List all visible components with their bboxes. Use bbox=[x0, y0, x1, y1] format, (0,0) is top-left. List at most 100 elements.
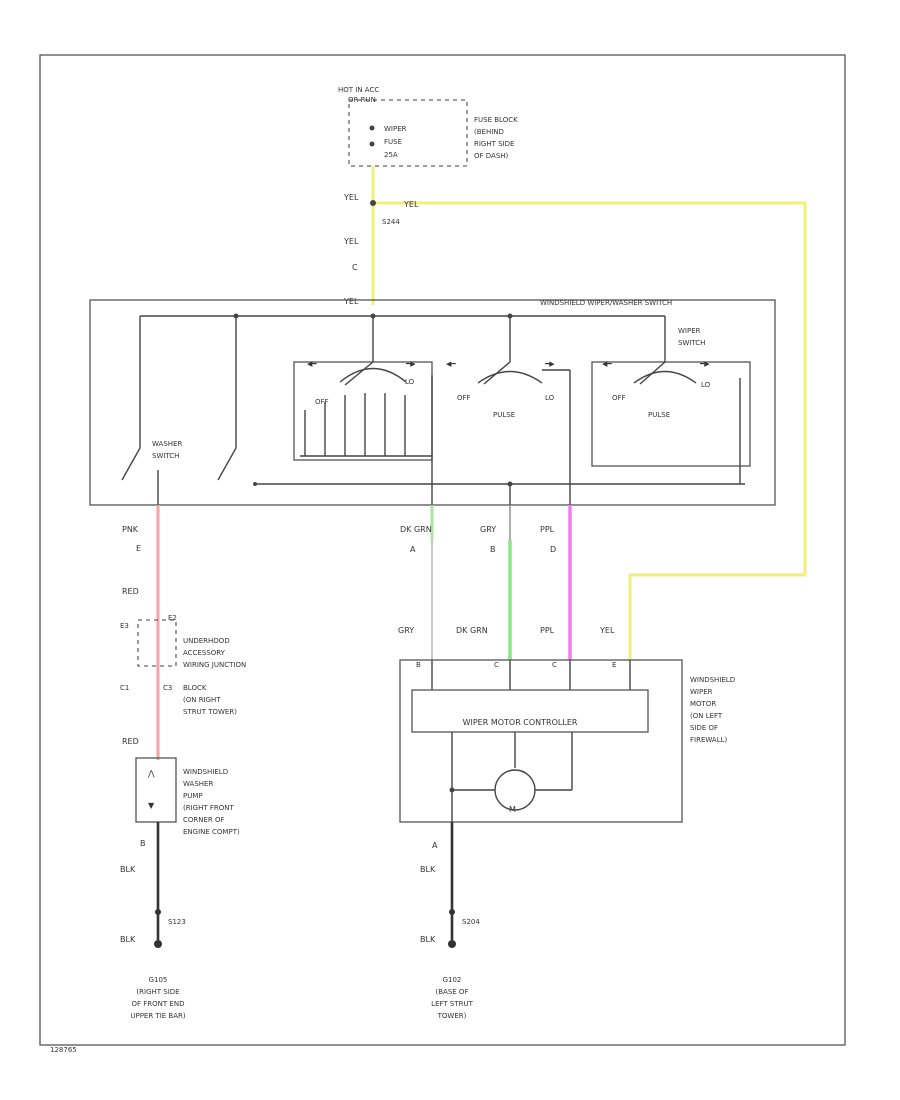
washer-circuit: PNK E RED E3 E2 UNDERHOOD ACCESSORY WIRI… bbox=[120, 505, 246, 1020]
wiper-motor: B C C E WIPER MOTOR CONTROLLER M WINDSHI… bbox=[399, 659, 735, 1020]
washer-pump-box bbox=[135, 757, 177, 823]
arrow-left-2: ◀━ bbox=[446, 360, 456, 368]
lo-label-2: LO bbox=[545, 394, 555, 402]
wiper-switch-label-2: SWITCH bbox=[678, 339, 705, 347]
wire-label-ppl-2: PPL bbox=[540, 626, 555, 635]
pin-e-label: E bbox=[136, 544, 141, 553]
ground-label-3: OF FRONT END bbox=[132, 1000, 185, 1008]
arrow-right-3: ━▶ bbox=[699, 360, 710, 368]
pump-label-5: CORNER OF bbox=[183, 816, 225, 824]
lo-label-1: LO bbox=[405, 378, 415, 386]
fuse-block-label-4: OF DASH) bbox=[474, 152, 509, 160]
ground2-label-2: (BASE OF bbox=[436, 988, 469, 996]
wiper-motor-housing bbox=[399, 659, 683, 823]
pulse-label-2: PULSE bbox=[493, 411, 515, 419]
motor-label-4: (ON LEFT bbox=[690, 712, 723, 720]
ground2-label-1: G102 bbox=[443, 976, 462, 984]
diagram-frame bbox=[39, 54, 846, 1046]
wiper-motor-controller bbox=[411, 689, 649, 733]
splice-s123 bbox=[155, 909, 161, 915]
ground-label-4: UPPER TIE BAR) bbox=[130, 1012, 186, 1020]
motor-feed-wires: DK GRN A GRY B PPL D GRY DK GRN PPL YEL bbox=[398, 505, 615, 660]
wiper-switch-section-1 bbox=[293, 361, 433, 461]
wire-label-blk-2: BLK bbox=[120, 935, 136, 944]
wire-label-gry-2: GRY bbox=[398, 626, 414, 635]
junction-label-4: BLOCK bbox=[183, 684, 207, 692]
motor-label-6: FIREWALL) bbox=[690, 736, 728, 744]
fuse-block-label-1: FUSE BLOCK bbox=[474, 116, 518, 124]
ground2-label-4: TOWER) bbox=[437, 1012, 467, 1020]
fuse-name-2: FUSE bbox=[384, 138, 402, 146]
pump-label-4: (RIGHT FRONT bbox=[183, 804, 234, 812]
splice-s244 bbox=[370, 200, 376, 206]
splice-s204 bbox=[449, 909, 455, 915]
figure-id: 128765 bbox=[50, 1046, 77, 1054]
washer-switch-label-2: SWITCH bbox=[152, 452, 179, 460]
fuse-block-label-3: RIGHT SIDE bbox=[474, 140, 514, 148]
junction-block bbox=[137, 619, 177, 667]
splice-label-s244: S244 bbox=[382, 218, 400, 226]
fuse-name: WIPER bbox=[384, 125, 407, 133]
wire-label-yel-2: YEL bbox=[343, 237, 359, 246]
motor-label-2: WIPER bbox=[690, 688, 713, 696]
fuse-block: HOT IN ACC OR RUN WIPER FUSE 25A FUSE BL… bbox=[338, 86, 518, 167]
wiper-switch-section-3 bbox=[591, 361, 751, 467]
wire-label-yel-1: YEL bbox=[343, 193, 359, 202]
wire-label-gry-1: GRY bbox=[480, 525, 496, 534]
wire-label-blk-1: BLK bbox=[120, 865, 136, 874]
switch-pin-a: A bbox=[410, 545, 416, 554]
junction-label-1: UNDERHOOD bbox=[183, 637, 230, 645]
pump-connector-icon: ⋀ bbox=[147, 769, 155, 778]
pump-label-1: WINDSHIELD bbox=[183, 768, 228, 776]
wire-label-yel-4: YEL bbox=[599, 626, 615, 635]
pin-c-label: C bbox=[352, 263, 358, 272]
wire-label-red-2: RED bbox=[122, 737, 139, 746]
ground-label-1: G105 bbox=[149, 976, 168, 984]
wire-label-ppl-1: PPL bbox=[540, 525, 555, 534]
ground-g102-icon bbox=[448, 940, 456, 948]
motor-pin-2: C bbox=[494, 661, 499, 669]
junction-pin-c3: C3 bbox=[163, 684, 172, 692]
fuse-terminal-top bbox=[369, 125, 375, 131]
motor-pin-a: A bbox=[432, 841, 438, 850]
wire-label-dkgrn-2: DK GRN bbox=[456, 626, 488, 635]
motor-pin-4: E bbox=[612, 661, 616, 669]
wire-label-blk-4: BLK bbox=[420, 935, 436, 944]
motor-label-3: MOTOR bbox=[690, 700, 716, 708]
arrow-right-2: ━▶ bbox=[544, 360, 555, 368]
ground-label-2: (RIGHT SIDE bbox=[136, 988, 179, 996]
lo-label-3: LO bbox=[701, 381, 711, 389]
switch-pin-d: D bbox=[550, 545, 556, 554]
junction-label-6: STRUT TOWER) bbox=[183, 708, 237, 716]
ground-g105-icon bbox=[154, 940, 162, 948]
junction-label-2: ACCESSORY bbox=[183, 649, 226, 657]
junction-label-3: WIRING JUNCTION bbox=[183, 661, 246, 669]
off-label-2: OFF bbox=[457, 394, 471, 402]
wire-label-blk-3: BLK bbox=[420, 865, 436, 874]
junction-pin-e3: E3 bbox=[120, 622, 129, 630]
wire-label-pnk: PNK bbox=[122, 525, 139, 534]
wire-label-yel-right: YEL bbox=[403, 200, 419, 209]
junction-pin-e2: E2 bbox=[168, 614, 177, 622]
fuse-terminal-bottom bbox=[369, 141, 375, 147]
motor-pin-1: B bbox=[416, 661, 421, 669]
wire-label-red-1: RED bbox=[122, 587, 139, 596]
junction-label-5: (ON RIGHT bbox=[183, 696, 221, 704]
off-label-3: OFF bbox=[612, 394, 626, 402]
motor-label-5: SIDE OF bbox=[690, 724, 718, 732]
motor-label-1: WINDSHIELD bbox=[690, 676, 735, 684]
switch-title: WINDSHIELD WIPER/WASHER SWITCH bbox=[540, 299, 672, 307]
pump-label-6: ENGINE COMPT) bbox=[183, 828, 240, 836]
motor-icon bbox=[494, 769, 536, 811]
arrow-left-1: ◀━ bbox=[307, 360, 317, 368]
hot-label: HOT IN ACC bbox=[338, 86, 379, 94]
off-label-1: OFF bbox=[315, 398, 329, 406]
wiper-switch-label: WIPER bbox=[678, 327, 701, 335]
hot-label-2: OR RUN bbox=[348, 96, 376, 104]
splice-label-s123: S123 bbox=[168, 918, 186, 926]
wiper-washer-switch: WINDSHIELD WIPER/WASHER SWITCH WASHER SW… bbox=[89, 299, 776, 506]
wire-label-dkgrn-1: DK GRN bbox=[400, 525, 432, 534]
pump-label-2: WASHER bbox=[183, 780, 213, 788]
fuse-block-label-2: (BEHIND bbox=[474, 128, 504, 136]
